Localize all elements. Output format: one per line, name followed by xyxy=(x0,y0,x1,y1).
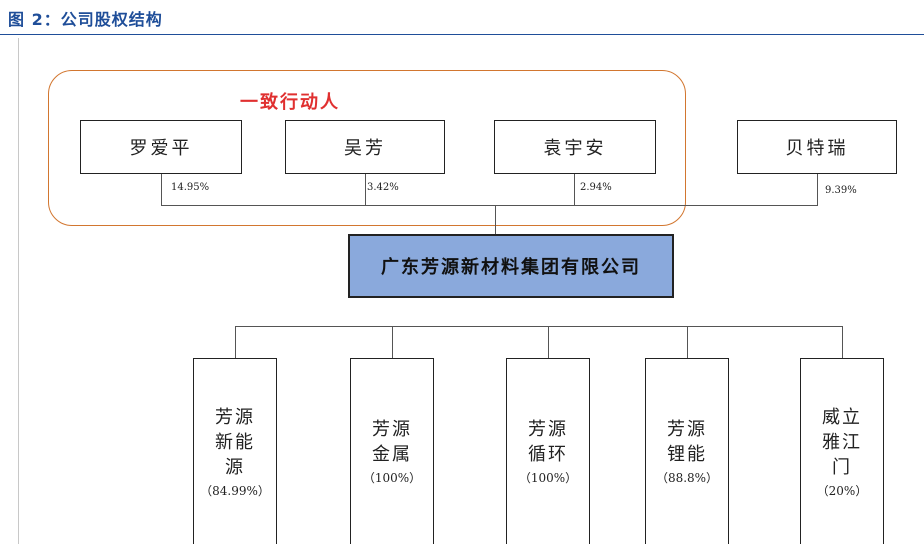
connector-wu xyxy=(365,174,366,206)
figure-title: 图 2：公司股权结构 xyxy=(8,10,163,29)
subsidiary-pct: （20%） xyxy=(816,483,868,498)
subsidiary-name: 芳源 金属 xyxy=(372,419,412,465)
connector-sub-4 xyxy=(687,326,688,358)
connector-sub-2 xyxy=(392,326,393,358)
connector-to-company xyxy=(495,206,496,234)
concert-group-label: 一致行动人 xyxy=(240,92,340,113)
subsidiary-name: 威立 雅江 门 xyxy=(822,406,862,478)
figure-frame xyxy=(18,38,924,544)
connector-subsidiary-bus xyxy=(235,326,842,327)
shareholder-box-btr: 贝特瑞 xyxy=(737,120,897,174)
pct-yuan: 2.94% xyxy=(580,182,612,193)
connector-sub-3 xyxy=(548,326,549,358)
connector-sub-5 xyxy=(842,326,843,358)
subsidiary-box-new-energy: 芳源 新能 源 （84.99%） xyxy=(193,358,277,544)
shareholder-box-yuan-yuan: 袁宇安 xyxy=(494,120,656,174)
pct-btr: 9.39% xyxy=(825,185,857,196)
subsidiary-name: 芳源 锂能 xyxy=(667,419,707,465)
pct-luo: 14.95% xyxy=(171,182,210,193)
subsidiary-box-recycling: 芳源 循环 （100%） xyxy=(506,358,590,544)
shareholder-box-luo-aiping: 罗爱平 xyxy=(80,120,242,174)
subsidiary-pct: （100%） xyxy=(362,471,422,485)
subsidiary-box-veolia-jiangmen: 威立 雅江 门 （20%） xyxy=(800,358,884,544)
subsidiary-name: 芳源 循环 xyxy=(528,419,568,465)
shareholder-box-wu-fang: 吴芳 xyxy=(285,120,445,174)
subsidiary-box-lithium: 芳源 锂能 （88.8%） xyxy=(645,358,729,544)
connector-btr xyxy=(817,174,818,206)
subsidiary-box-metals: 芳源 金属 （100%） xyxy=(350,358,434,544)
figure-header: 图 2：公司股权结构 xyxy=(0,0,924,35)
pct-wu: 3.42% xyxy=(367,182,399,193)
subsidiary-pct: （100%） xyxy=(518,471,578,485)
subsidiary-pct: （88.8%） xyxy=(655,471,719,485)
subsidiary-name: 芳源 新能 源 xyxy=(215,406,255,478)
connector-yuan xyxy=(574,174,575,206)
company-box: 广东芳源新材料集团有限公司 xyxy=(348,234,674,298)
subsidiary-pct: （84.99%） xyxy=(200,483,270,498)
concert-group-box xyxy=(48,70,686,226)
connector-sub-1 xyxy=(235,326,236,358)
connector-shareholder-bus xyxy=(161,205,818,206)
connector-luo xyxy=(161,174,162,206)
